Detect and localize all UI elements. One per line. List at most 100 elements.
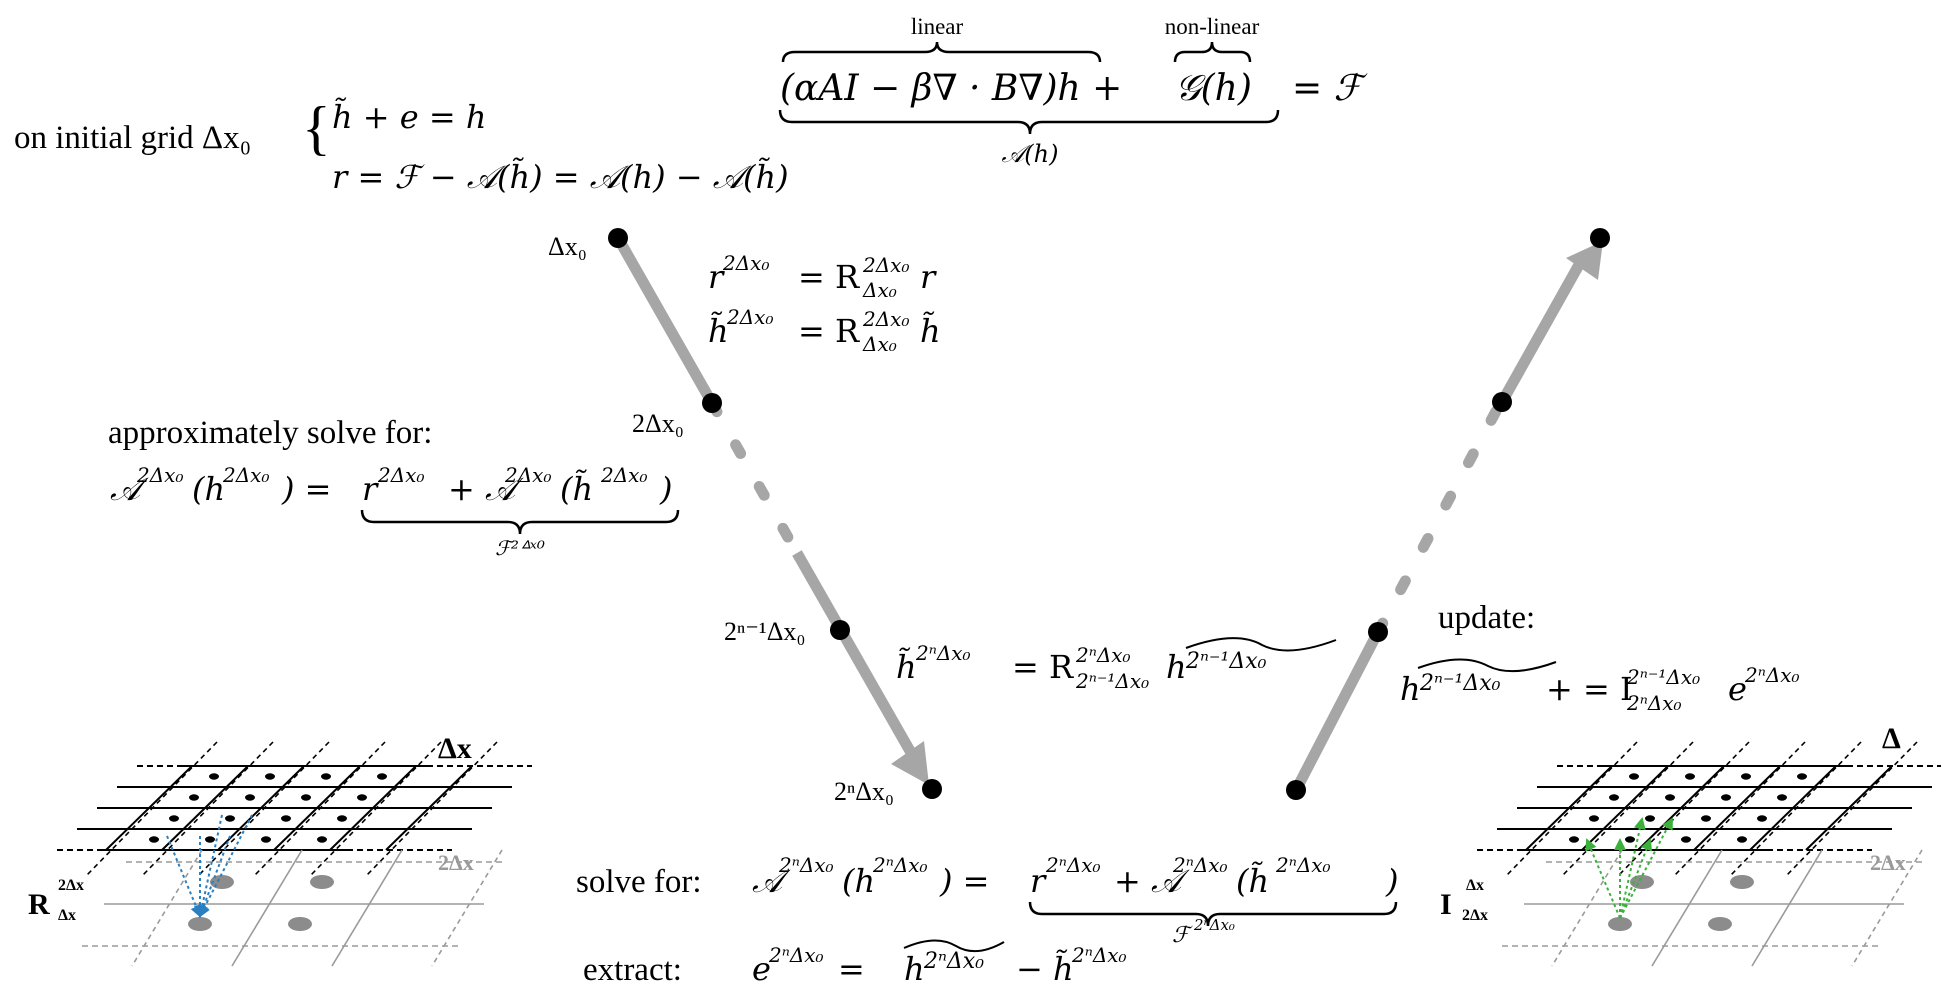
top-equation: linear non-linear (αAI − β∇ · B∇)h + 𝒢(h… bbox=[778, 14, 1368, 168]
solve-brace-label: ℱ bbox=[1172, 923, 1193, 948]
fine-grid-vline-dash bbox=[1505, 741, 1638, 877]
fine-grid-vline bbox=[273, 765, 361, 851]
approx-underbrace bbox=[360, 509, 680, 535]
solve-r: r bbox=[1030, 862, 1047, 900]
fine-grid-vline-dash bbox=[1729, 741, 1862, 877]
fine-grid-vline bbox=[217, 765, 305, 851]
left-operator: R bbox=[28, 888, 50, 921]
extract-h: h bbox=[904, 950, 925, 988]
update-label: update: bbox=[1438, 600, 1535, 636]
fine-grid-vline bbox=[161, 765, 249, 851]
fine-grid-vline-dash bbox=[85, 741, 218, 877]
extract-minus: − h̃ bbox=[1016, 950, 1074, 988]
node-up-level-0 bbox=[1590, 228, 1610, 248]
coarse-grid-vline bbox=[1551, 849, 1623, 967]
restriction-equations: r 2Δx₀ = R 2Δx₀ Δx₀ r h̃ 2Δx₀ = R 2Δx₀ Δ… bbox=[708, 251, 941, 356]
approx-close: ) bbox=[659, 470, 672, 508]
fine-grid-vline bbox=[1693, 765, 1781, 851]
ascend-segment-2 bbox=[1497, 260, 1585, 405]
coarse-grid-point bbox=[1730, 875, 1754, 889]
coarse-grid-vline bbox=[1651, 849, 1723, 967]
solve-htilde: (h̃ bbox=[1236, 862, 1269, 900]
left-coarse-label: 2Δx bbox=[438, 850, 474, 875]
node-level-0 bbox=[608, 228, 628, 248]
restrict-n-R-sub: 2ⁿ⁻¹Δx₀ bbox=[1075, 669, 1149, 693]
node-label-n: 2ⁿΔx₀ bbox=[834, 777, 894, 806]
restrict-h-lhs: h̃ bbox=[708, 312, 729, 350]
descend-arrowhead bbox=[891, 741, 929, 785]
fine-grid-point bbox=[1665, 794, 1675, 801]
solve-plus-A: + 𝒜 bbox=[1114, 862, 1190, 900]
descend-dashed bbox=[706, 397, 804, 561]
approx-htilde-sup: 2Δx₀ bbox=[600, 463, 647, 487]
right-operator-sub: 2Δx bbox=[1462, 907, 1488, 924]
restrict-r-eq: = R bbox=[798, 258, 860, 296]
extract-widetilde bbox=[903, 939, 1005, 953]
descend-segment-1 bbox=[613, 235, 717, 406]
initial-grid-block: on initial grid Δx₀ { h̃ + e = h r = ℱ −… bbox=[14, 95, 789, 196]
fine-grid-vline-dash bbox=[253, 741, 386, 877]
coarse-grid-point bbox=[1608, 917, 1632, 931]
restriction-arrow bbox=[196, 814, 223, 918]
fine-grid-point bbox=[1589, 815, 1599, 822]
fine-grid-point bbox=[169, 815, 179, 822]
node-label-0: Δx₀ bbox=[548, 232, 587, 261]
fine-grid-point bbox=[1757, 815, 1767, 822]
right-coarse-label: 2Δx bbox=[1870, 850, 1906, 875]
fine-grid-point bbox=[1609, 794, 1619, 801]
fine-grid-vline-dash bbox=[1617, 741, 1750, 877]
fine-grid-point bbox=[1797, 773, 1807, 780]
coarse-grid-vline bbox=[1851, 849, 1923, 967]
update-I-sup: 2ⁿ⁻¹Δx₀ bbox=[1626, 665, 1700, 689]
linear-label: linear bbox=[911, 14, 964, 39]
extract-block: extract: e 2ⁿΔx₀ = h 2ⁿΔx₀ − h̃ 2ⁿΔx₀ bbox=[583, 939, 1127, 988]
extract-e-sup: 2ⁿΔx₀ bbox=[768, 943, 824, 967]
fine-grid-point bbox=[377, 773, 387, 780]
left-operator-sup: 2Δx bbox=[58, 877, 84, 894]
solve-block: solve for: 𝒜 2ⁿΔx₀ (h 2ⁿΔx₀ ) = r 2ⁿΔx₀ … bbox=[576, 853, 1398, 948]
solve-h-sup: 2ⁿΔx₀ bbox=[872, 853, 928, 877]
fine-grid-point bbox=[281, 815, 291, 822]
extract-h-sup: 2ⁿΔx₀ bbox=[923, 949, 984, 974]
fine-grid-point bbox=[337, 815, 347, 822]
solve-underbrace bbox=[1028, 901, 1398, 927]
restrict-n-block: h̃ 2ⁿΔx₀ = R 2ⁿΔx₀ 2ⁿ⁻¹Δx₀ h 2ⁿ⁻¹Δx₀ bbox=[896, 637, 1337, 693]
ascend-arrowhead bbox=[1566, 241, 1603, 280]
extract-e: e bbox=[752, 950, 771, 988]
solve-r-sup: 2ⁿΔx₀ bbox=[1045, 853, 1101, 877]
extract-eq: = bbox=[838, 950, 865, 988]
solve-h: (h bbox=[842, 862, 875, 900]
coarse-grid-vline bbox=[131, 849, 203, 967]
operator-label: 𝒜(h) bbox=[1002, 140, 1059, 168]
approx-r-sup: 2Δx₀ bbox=[377, 463, 424, 487]
approx-htilde: (h̃ bbox=[560, 470, 593, 508]
node-level-n bbox=[922, 779, 942, 799]
coarse-grid-vline bbox=[331, 849, 403, 967]
restrict-h-eq: = R bbox=[798, 312, 860, 350]
fine-grid-point bbox=[225, 815, 235, 822]
ascend-dashed bbox=[1372, 394, 1508, 638]
left-grid-illustration bbox=[57, 741, 532, 967]
approx-h-sup: 2Δx₀ bbox=[222, 463, 269, 487]
approx-A2-sup: 2Δx₀ bbox=[504, 463, 551, 487]
initial-eq2: r = ℱ − 𝒜(h̃) = 𝒜(h) − 𝒜(h̃) bbox=[332, 158, 789, 196]
restrict-r-R-sub: Δx₀ bbox=[862, 278, 897, 302]
update-h-sup: 2ⁿ⁻¹Δx₀ bbox=[1419, 671, 1501, 696]
solve-brace-sup: 2ⁿΔx₀ bbox=[1193, 916, 1235, 934]
update-I-sub: 2ⁿΔx₀ bbox=[1626, 691, 1682, 715]
fine-grid-vline bbox=[1525, 765, 1613, 851]
fine-grid-point bbox=[149, 836, 159, 843]
restrict-r-lhs: r bbox=[708, 258, 725, 296]
solve-label: solve for: bbox=[576, 864, 702, 900]
fine-grid-vline bbox=[1805, 765, 1893, 851]
update-h: h bbox=[1400, 670, 1421, 708]
fine-grid-point bbox=[1569, 836, 1579, 843]
coarse-grid-point bbox=[288, 917, 312, 931]
update-e: e bbox=[1728, 670, 1747, 708]
fine-grid-point bbox=[189, 794, 199, 801]
solve-eq: ) = bbox=[939, 862, 989, 900]
fine-grid-point bbox=[1629, 773, 1639, 780]
fine-grid-vline bbox=[329, 765, 417, 851]
solve-A-sup: 2ⁿΔx₀ bbox=[778, 853, 834, 877]
